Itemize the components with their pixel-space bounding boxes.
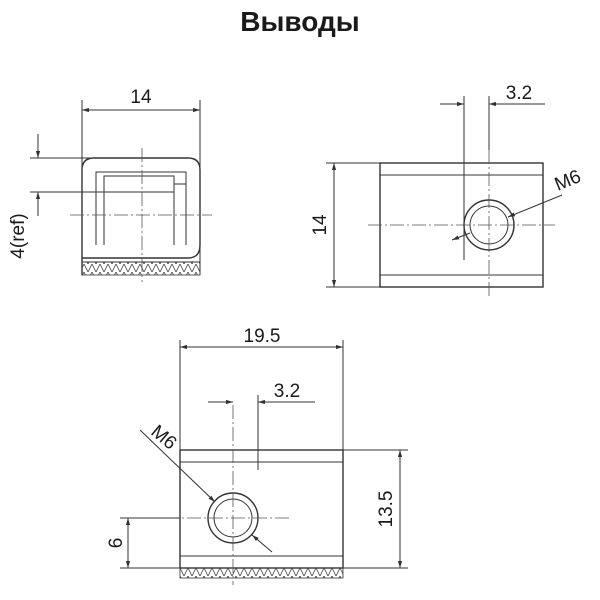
top-view-width-label: 19.5: [244, 326, 281, 347]
top-view-thread-label: M6: [147, 421, 181, 454]
top-view-offset-label: 3.2: [274, 381, 300, 402]
top-view: [120, 340, 408, 585]
side-view: [326, 96, 563, 298]
end-view-height-label: 4(ref): [8, 213, 29, 258]
side-view-offset-label: 3.2: [506, 83, 532, 104]
end-view: [30, 100, 212, 282]
top-view-base-offset-label: 6: [106, 538, 127, 549]
end-view-width-label: 14: [130, 87, 152, 108]
page-title: Выводы: [240, 6, 360, 37]
side-view-height-label: 14: [310, 214, 331, 236]
side-view-thread-label: M6: [552, 166, 584, 195]
top-view-height-label: 13.5: [376, 491, 397, 528]
